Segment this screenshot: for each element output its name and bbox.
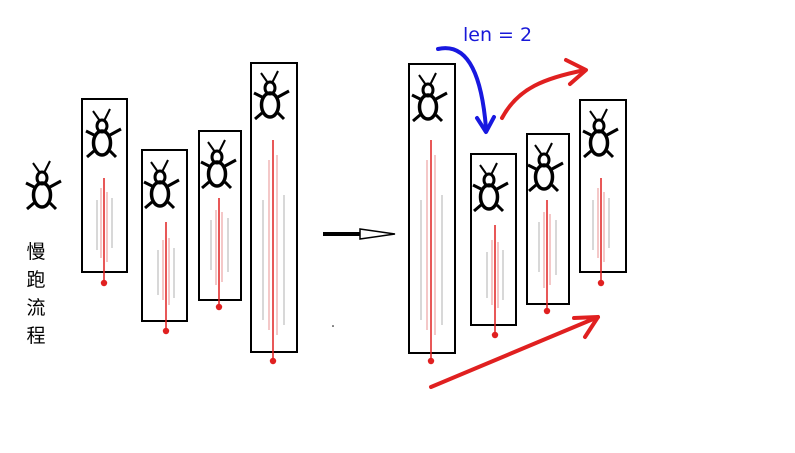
len-annotation: len = 2 <box>463 24 532 46</box>
side-label-char: 慢 <box>24 238 48 266</box>
red-curved-arrow-top <box>502 60 586 118</box>
right-column-1 <box>409 64 455 364</box>
bug-icon <box>144 160 179 208</box>
bug-icon <box>254 71 289 119</box>
left-column-4 <box>251 63 297 364</box>
bug-icon <box>528 143 563 191</box>
side-label-char: 跑 <box>24 266 48 294</box>
bug-icon <box>473 163 508 211</box>
red-arrow-bottom <box>431 317 598 387</box>
bug-icon <box>583 109 618 157</box>
bug-icon-standalone <box>26 161 61 209</box>
right-column-2 <box>471 154 516 338</box>
left-column-1 <box>82 99 127 286</box>
bug-icon <box>86 109 121 157</box>
blue-curved-arrow <box>438 48 494 132</box>
side-label-char: 程 <box>24 322 48 350</box>
bug-icon <box>412 73 447 121</box>
side-label-vertical: 慢 跑 流 程 <box>24 238 48 350</box>
side-label-char: 流 <box>24 294 48 322</box>
left-column-2 <box>142 150 187 334</box>
right-column-4 <box>580 100 626 286</box>
right-column-3 <box>527 134 569 314</box>
left-column-3 <box>199 131 241 310</box>
transform-arrow <box>323 229 395 327</box>
bug-icon <box>201 140 236 188</box>
